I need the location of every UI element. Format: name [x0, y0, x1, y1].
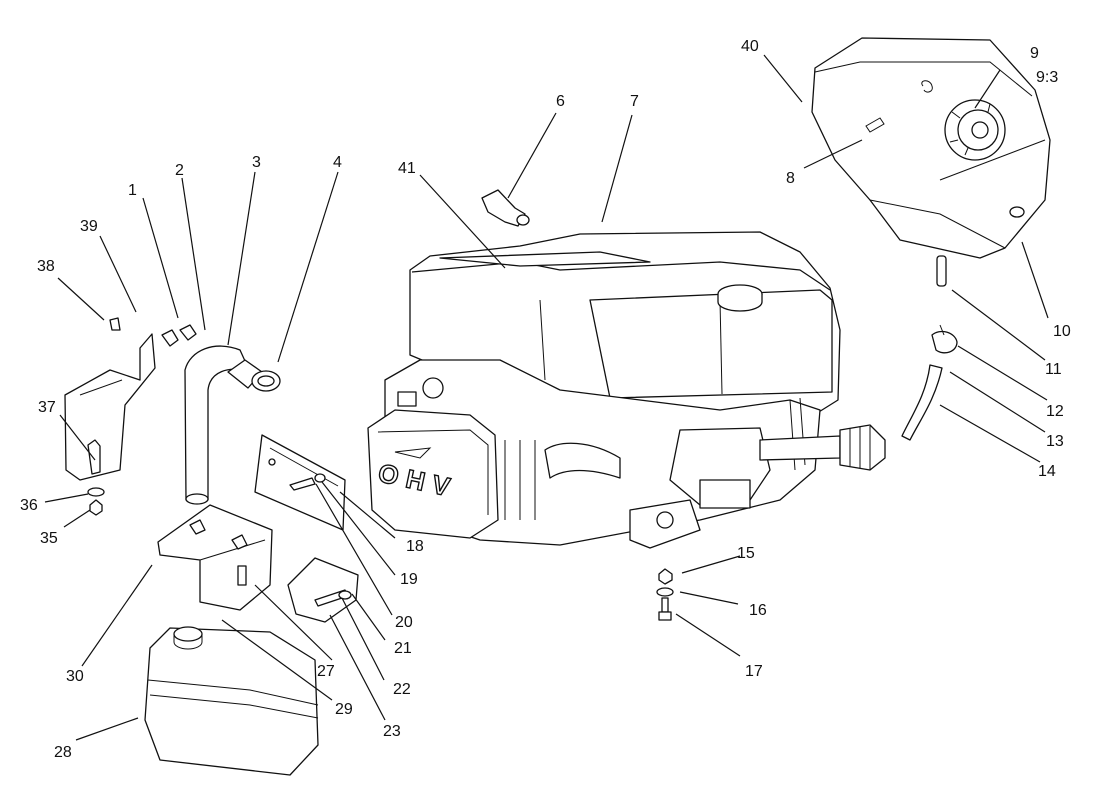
callout-23: 23 [383, 723, 401, 740]
callout-36: 36 [20, 497, 38, 514]
callout-29: 29 [335, 701, 353, 718]
bolts-1-2 [161, 324, 197, 347]
fitting-part-6 [481, 189, 530, 227]
callout-16: 16 [749, 602, 767, 619]
bolt-stack-15-17 [656, 568, 674, 621]
callout-41: 41 [398, 160, 416, 177]
nut-washer-35-36 [87, 487, 105, 516]
muffler-bracket-27 [157, 504, 273, 611]
callout-19: 19 [400, 571, 418, 588]
heat-shield-bracket [64, 317, 156, 481]
callout-3: 3 [252, 154, 261, 171]
callout-17: 17 [745, 663, 763, 680]
leader-lines [44, 54, 1049, 741]
callout-1: 1 [128, 182, 137, 199]
engine: OHV [367, 231, 886, 549]
callout-27: 27 [317, 663, 335, 680]
callout-35: 35 [40, 530, 58, 547]
callout-6: 6 [556, 93, 565, 110]
callout-12: 12 [1046, 403, 1064, 420]
gasket-part-4 [227, 359, 281, 392]
callout-30: 30 [66, 668, 84, 685]
callout-14: 14 [1038, 463, 1056, 480]
muffler-bracket-18 [254, 434, 346, 531]
callout-39: 39 [80, 218, 98, 235]
callout-38: 38 [37, 258, 55, 275]
callout-2: 2 [175, 162, 184, 179]
callout-37: 37 [38, 399, 56, 416]
fuel-line [901, 255, 958, 441]
fuel-tank [811, 37, 1051, 259]
callout-21: 21 [394, 640, 412, 657]
callout-22: 22 [393, 681, 411, 698]
callout-13: 13 [1046, 433, 1064, 450]
callout-11: 11 [1045, 361, 1062, 378]
callout-20: 20 [395, 614, 413, 631]
muffler [144, 626, 319, 776]
callout-28: 28 [54, 744, 72, 761]
callout-9-3: 9:3 [1036, 69, 1058, 86]
callout-40: 40 [741, 38, 759, 55]
callout-18: 18 [406, 538, 424, 555]
callout-4: 4 [333, 154, 342, 171]
callout-7: 7 [630, 93, 639, 110]
callout-9: 9 [1030, 45, 1039, 62]
callout-labels: 1 2 3 4 6 7 8 9 9:3 10 11 12 13 14 15 16… [20, 38, 1071, 761]
muffler-bracket-23 [287, 557, 359, 623]
callout-8: 8 [786, 170, 795, 187]
callout-15: 15 [737, 545, 755, 562]
callout-10: 10 [1053, 323, 1071, 340]
